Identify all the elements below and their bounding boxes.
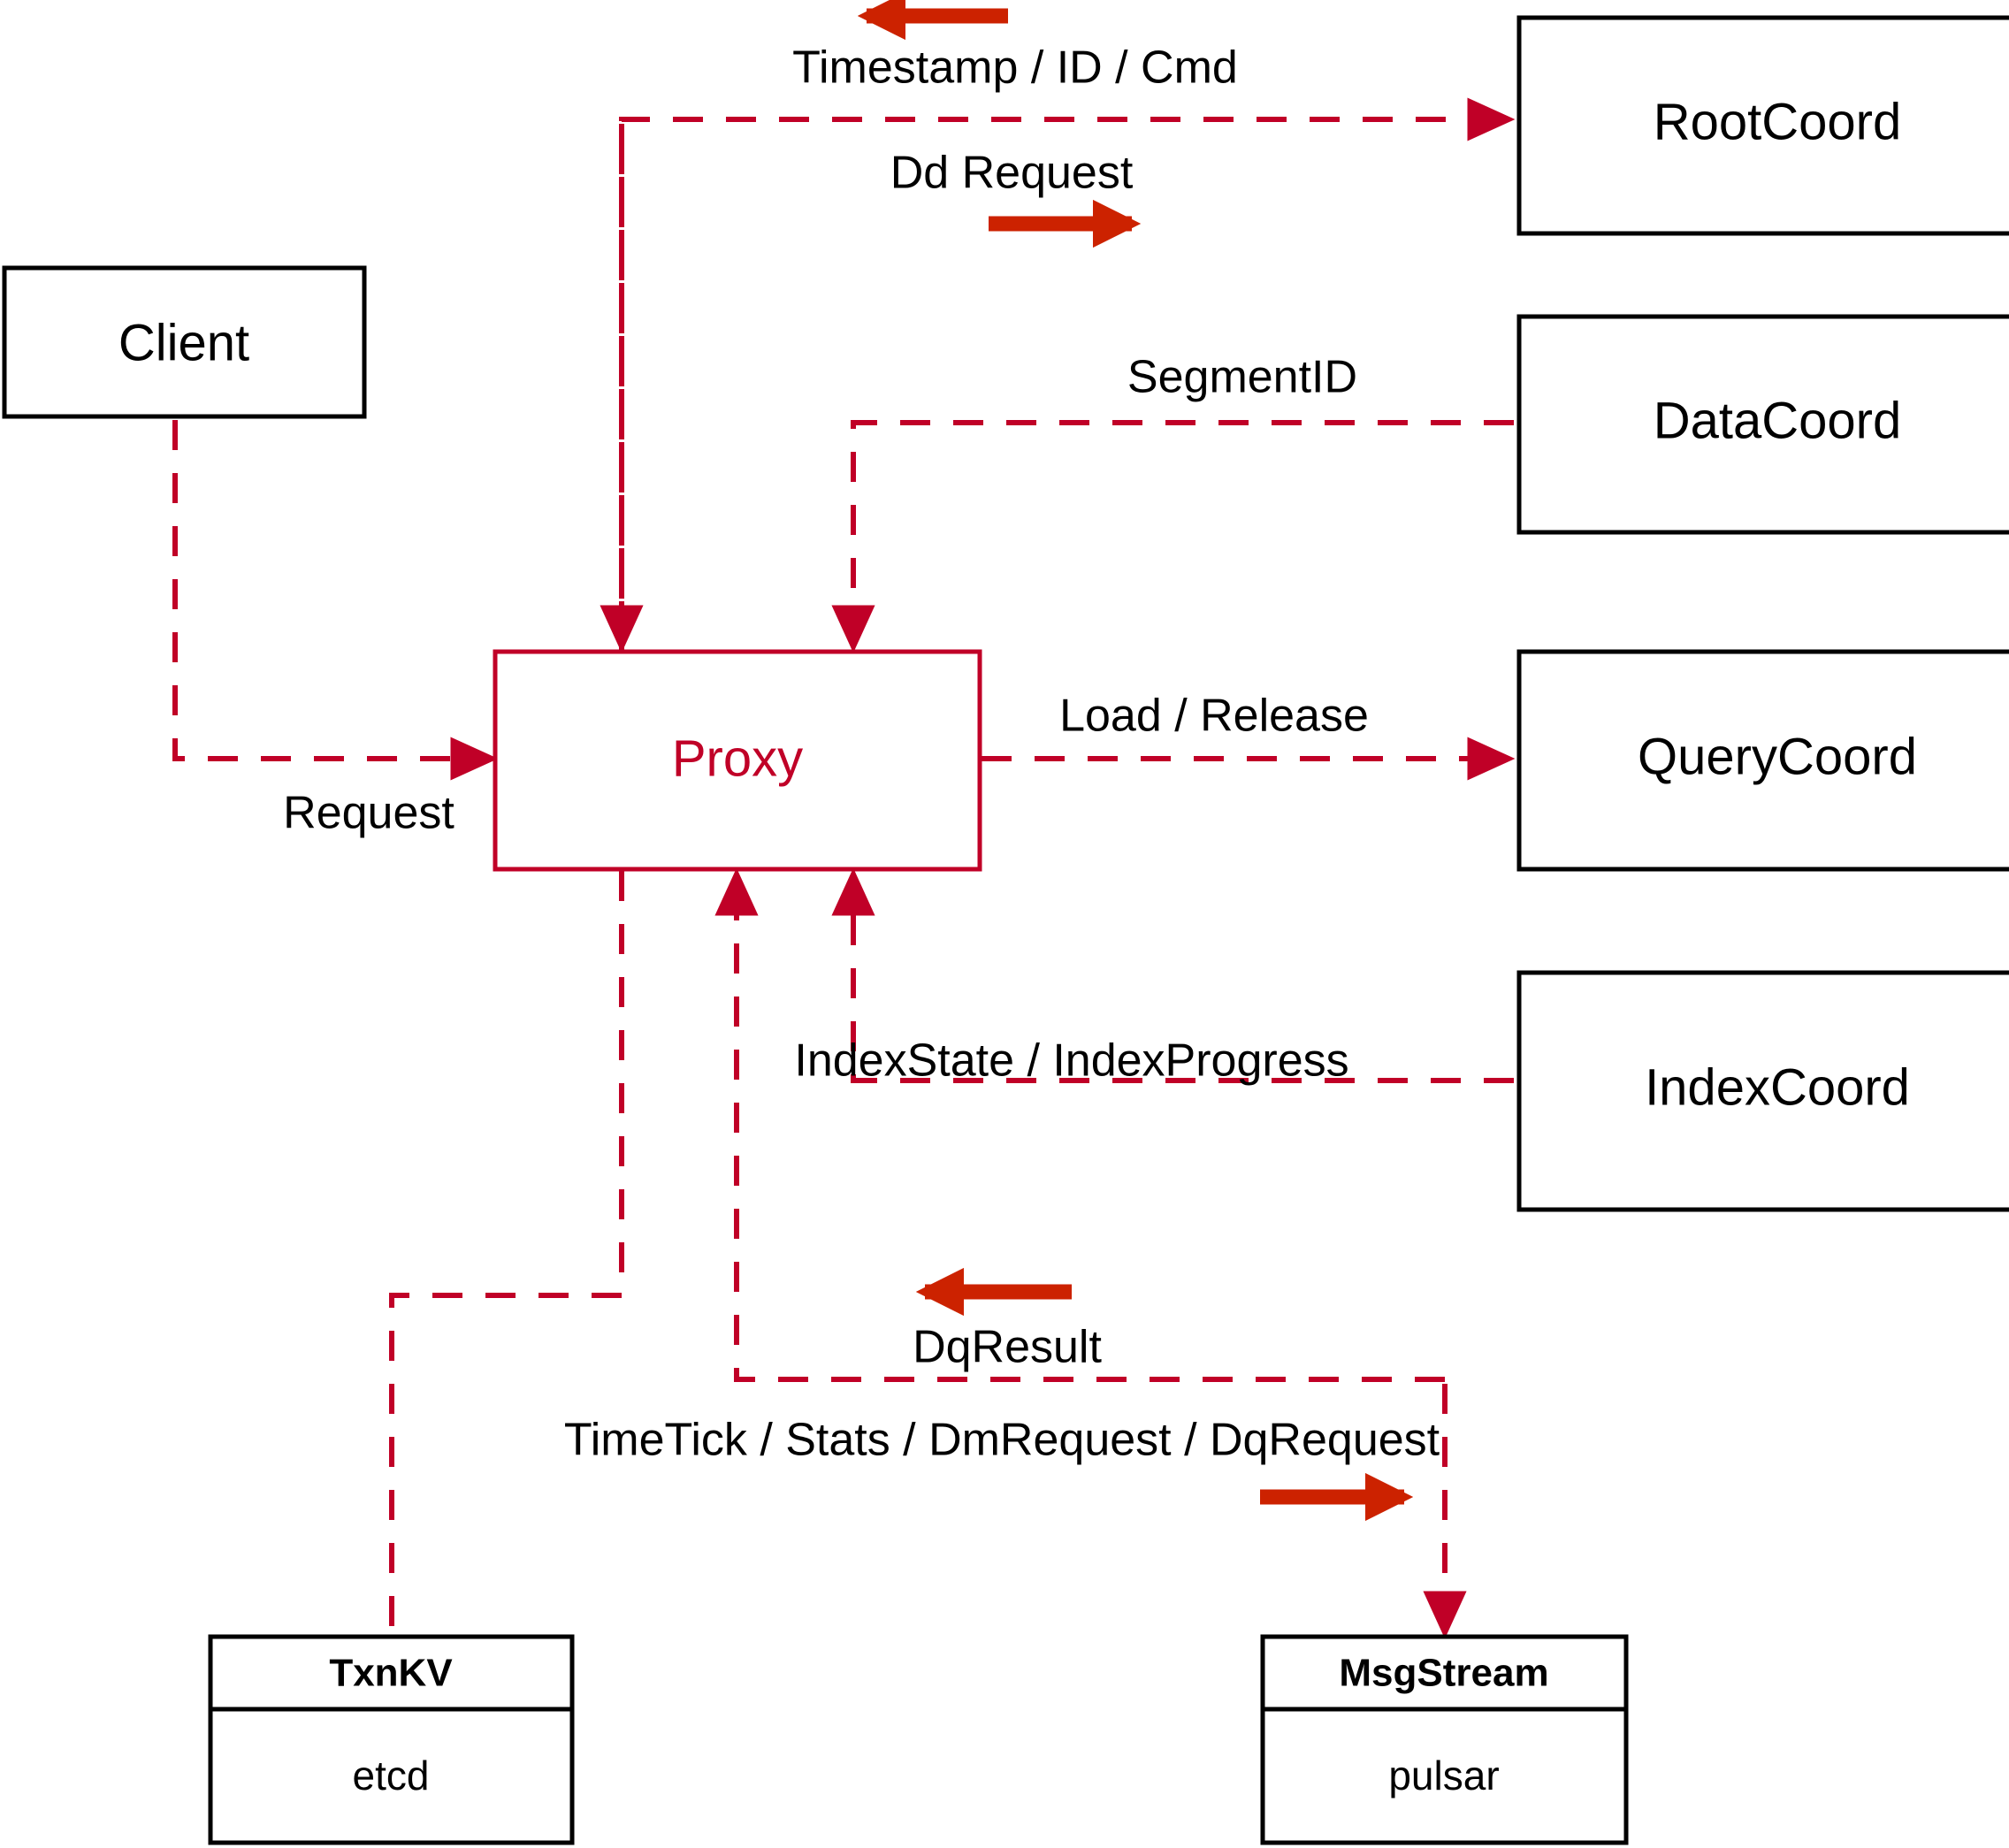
node-client-label: Client xyxy=(118,314,249,371)
node-rootcoord[interactable]: RootCoord xyxy=(1516,15,2009,236)
node-querycoord-label: QueryCoord xyxy=(1638,728,1917,785)
edge-dq-result-line xyxy=(714,867,1445,1382)
node-msgstream[interactable]: MsgStream pulsar xyxy=(1260,1634,1629,1845)
node-datacoord-label: DataCoord xyxy=(1654,392,1901,449)
edge-request-line xyxy=(172,420,499,781)
node-proxy[interactable]: Proxy xyxy=(493,649,982,872)
node-txnkv-title: TxnKV xyxy=(329,1652,453,1695)
edge-dd-request-line xyxy=(619,97,1516,652)
edge-txnkv-line xyxy=(389,871,624,1637)
node-txnkv[interactable]: TxnKV etcd xyxy=(208,1634,575,1845)
node-txnkv-impl: etcd xyxy=(353,1753,430,1798)
edge-label-timestamp-id-cmd: Timestamp / ID / Cmd xyxy=(792,42,1238,94)
node-msgstream-title: MsgStream xyxy=(1339,1652,1548,1695)
node-indexcoord-label: IndexCoord xyxy=(1645,1058,1910,1116)
edge-segment-id-line xyxy=(831,420,1514,653)
edge-label-request: Request xyxy=(283,788,455,839)
edge-label-index-state-progress: IndexState / IndexProgress xyxy=(794,1035,1348,1087)
edge-label-segment-id: SegmentID xyxy=(1127,352,1357,403)
node-rootcoord-label: RootCoord xyxy=(1654,93,1901,150)
node-msgstream-impl: pulsar xyxy=(1388,1753,1499,1798)
edge-label-dd-request: Dd Request xyxy=(890,148,1134,199)
node-querycoord[interactable]: QueryCoord xyxy=(1516,649,2009,872)
edge-label-dq-result: DqResult xyxy=(913,1322,1102,1373)
node-datacoord[interactable]: DataCoord xyxy=(1516,314,2009,535)
node-proxy-label: Proxy xyxy=(672,729,803,787)
edge-label-timetick-stats-dm-dq: TimeTick / Stats / DmRequest / DqRequest xyxy=(564,1415,1440,1466)
node-indexcoord[interactable]: IndexCoord xyxy=(1516,970,2009,1212)
edge-label-load-release: Load / Release xyxy=(1059,691,1369,742)
node-client[interactable]: Client xyxy=(2,265,367,419)
edge-index-state-line xyxy=(831,867,1514,1083)
